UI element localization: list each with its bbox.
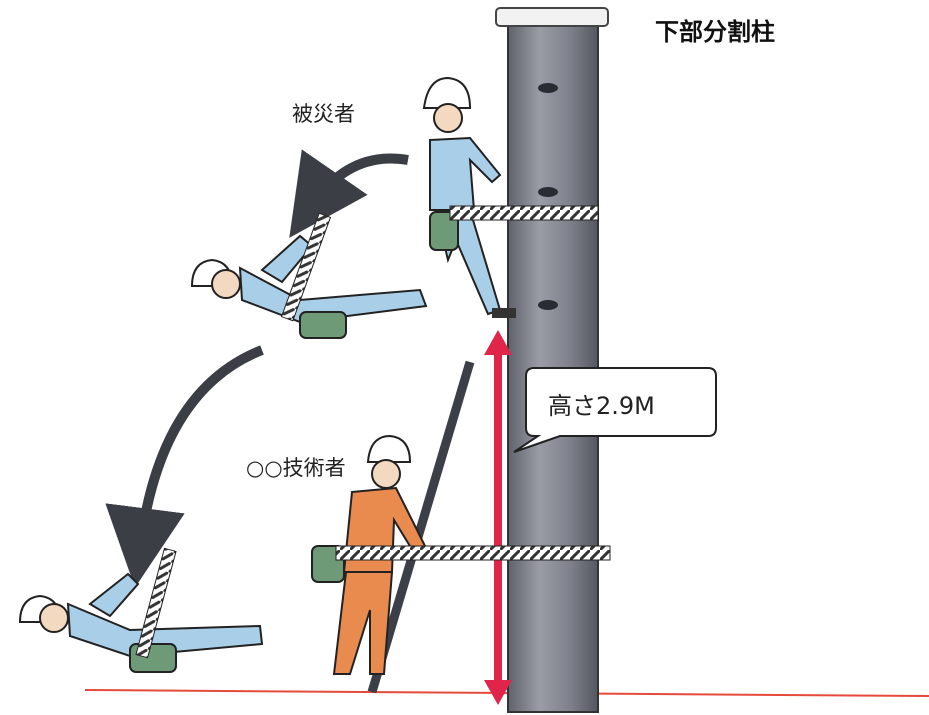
technician (311, 434, 611, 675)
climbing-worker (422, 76, 599, 318)
helmet-icon (366, 434, 412, 463)
safety-belt-icon (335, 545, 611, 561)
fall-arrow-icon (289, 149, 409, 238)
falling-worker (190, 212, 428, 339)
height-callout-bubble (513, 367, 717, 453)
height-double-arrow-icon (484, 330, 512, 705)
diagram-title: 下部分割柱 (655, 18, 775, 46)
height-callout-text: 高さ2.9M (548, 392, 655, 420)
safety-belt-icon (449, 205, 599, 221)
fallen-worker (18, 547, 264, 673)
step-hole (538, 187, 558, 197)
fall-arrow-icon (105, 345, 264, 588)
technician-label: ○○技術者 (246, 456, 346, 480)
tool-bag (129, 643, 177, 673)
safety-belt-icon (280, 212, 332, 322)
tool-bag (299, 311, 347, 339)
safety-belt-icon (135, 547, 177, 659)
helmet-icon (422, 76, 472, 109)
step-hole (538, 83, 558, 93)
utility-pole (495, 7, 609, 713)
leaning-bar (367, 360, 475, 694)
tool-bag (429, 211, 459, 251)
victim-label: 被災者 (292, 102, 355, 126)
step-hole (538, 300, 558, 310)
